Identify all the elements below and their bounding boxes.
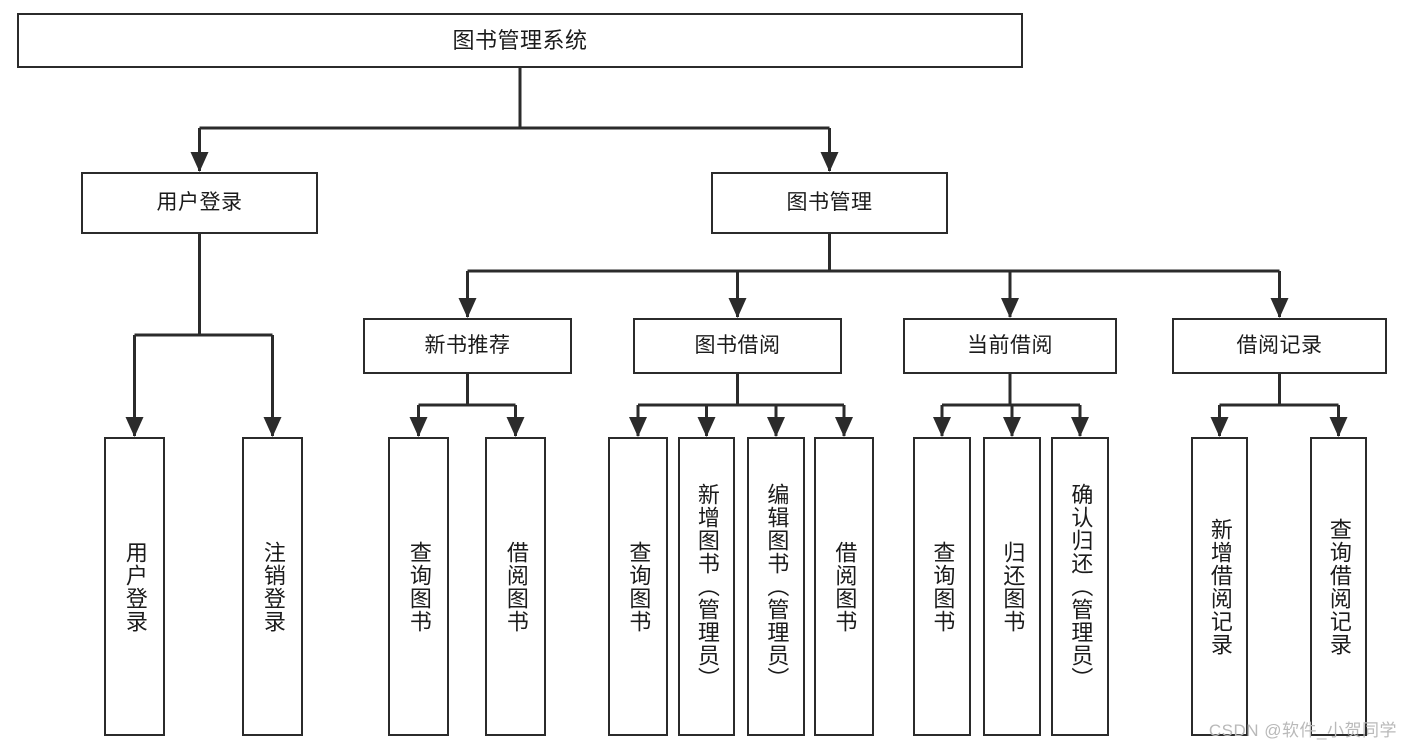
node-label: 借阅图书	[503, 540, 529, 633]
arrow-head-user-login	[190, 152, 209, 172]
node-label: 查询借阅记录	[1326, 517, 1352, 656]
arrow-head-leaf-borrow-1	[506, 417, 525, 437]
node-label: 新书推荐	[424, 333, 511, 357]
node-label: 当前借阅	[967, 333, 1053, 357]
node-label: 图书借阅	[694, 333, 781, 357]
node-book-borrow[interactable]: 图书借阅	[633, 318, 842, 374]
node-leaf-return[interactable]: 归还图书	[983, 437, 1041, 736]
arrow-head-leaf-logout	[263, 417, 282, 437]
node-new-book-rec[interactable]: 新书推荐	[363, 318, 572, 374]
node-label: 借阅记录	[1236, 333, 1323, 357]
node-leaf-borrow-2[interactable]: 借阅图书	[814, 437, 874, 736]
node-label: 新增图书（管理员）	[694, 483, 720, 690]
node-label: 编辑图书（管理员）	[764, 483, 790, 690]
node-leaf-edit-book[interactable]: 编辑图书（管理员）	[747, 437, 805, 736]
arrow-head-current-borrow	[1001, 298, 1019, 318]
node-leaf-query-2[interactable]: 查询图书	[608, 437, 668, 736]
arrow-head-leaf-edit-book	[767, 417, 785, 437]
node-leaf-add-book[interactable]: 新增图书（管理员）	[678, 437, 735, 736]
node-label: 图书管理系统	[452, 27, 588, 53]
node-label: 查询图书	[930, 540, 956, 633]
node-label: 归还图书	[1000, 540, 1026, 633]
arrow-head-leaf-borrow-2	[835, 417, 853, 437]
node-leaf-query-3[interactable]: 查询图书	[913, 437, 971, 736]
arrow-head-leaf-return	[1003, 417, 1021, 437]
node-label: 用户登录	[156, 190, 243, 214]
node-leaf-confirm[interactable]: 确认归还（管理员）	[1051, 437, 1109, 736]
node-label: 新增借阅记录	[1207, 517, 1233, 656]
node-label: 借阅图书	[832, 540, 858, 633]
arrow-head-leaf-query-3	[933, 417, 951, 437]
node-current-borrow[interactable]: 当前借阅	[903, 318, 1117, 374]
node-label: 查询图书	[626, 540, 652, 633]
arrow-head-borrow-record	[1270, 298, 1289, 318]
node-book-manage[interactable]: 图书管理	[711, 172, 948, 234]
arrow-head-leaf-add-book	[697, 417, 716, 437]
node-label: 注销登录	[260, 540, 286, 633]
arrow-head-leaf-query-2	[629, 417, 647, 437]
node-label: 确认归还（管理员）	[1068, 483, 1094, 690]
node-leaf-user-login[interactable]: 用户登录	[104, 437, 165, 736]
arrow-head-leaf-confirm	[1071, 417, 1089, 437]
node-leaf-query-1[interactable]: 查询图书	[388, 437, 449, 736]
node-leaf-query-rec[interactable]: 查询借阅记录	[1310, 437, 1367, 736]
node-root[interactable]: 图书管理系统	[17, 13, 1023, 68]
arrow-head-leaf-query-rec	[1329, 417, 1348, 437]
arrow-head-new-book-rec	[458, 298, 477, 318]
node-leaf-add-rec[interactable]: 新增借阅记录	[1191, 437, 1248, 736]
node-leaf-logout[interactable]: 注销登录	[242, 437, 303, 736]
arrow-head-leaf-user-login	[125, 417, 144, 437]
arrow-head-leaf-query-1	[409, 417, 428, 437]
arrow-head-leaf-add-rec	[1210, 417, 1229, 437]
node-label: 用户登录	[122, 540, 148, 633]
node-user-login[interactable]: 用户登录	[81, 172, 318, 234]
arrow-head-book-borrow	[728, 298, 747, 318]
arrow-head-book-manage	[820, 152, 839, 172]
node-borrow-record[interactable]: 借阅记录	[1172, 318, 1387, 374]
node-label: 查询图书	[406, 540, 432, 633]
node-label: 图书管理	[786, 190, 873, 214]
node-leaf-borrow-1[interactable]: 借阅图书	[485, 437, 546, 736]
